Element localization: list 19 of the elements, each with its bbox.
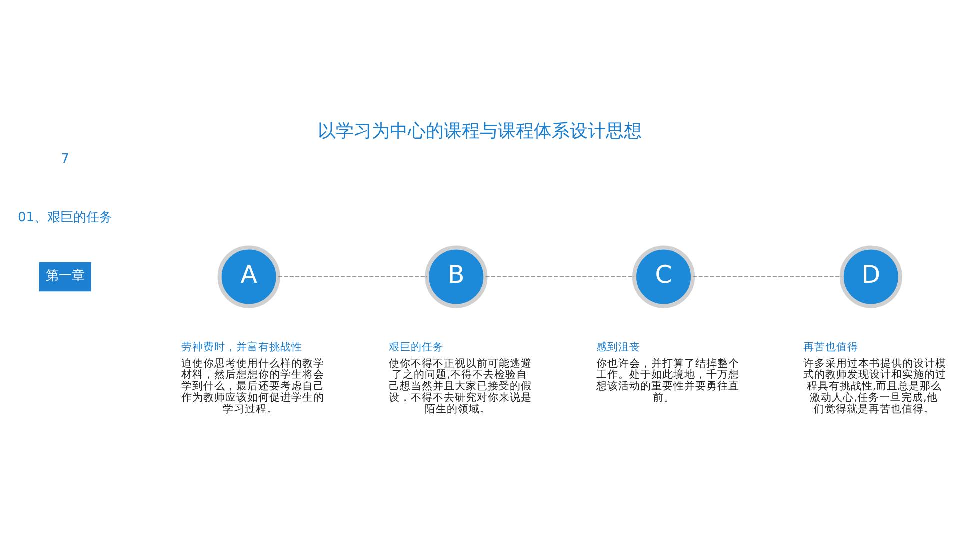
node-label: 迫使你思考使用什么样的教学材料，然后想想你的学生将会学到什么，最后还要考虑自己作为教师应该如何促进学生的学习过程。 <box>182 357 325 415</box>
node-circle: B <box>425 245 488 308</box>
label: 01、艰巨的任务 <box>18 210 113 226</box>
node-label: 劳神费时，并富有挑战性 <box>182 341 303 354</box>
label: 7 <box>61 152 70 166</box>
node-label: 感到沮丧 <box>596 341 640 354</box>
node-circle: D <box>840 245 902 308</box>
label: 第一章 <box>46 268 85 284</box>
connector <box>278 276 428 277</box>
node-circle: A <box>218 245 280 308</box>
node-label: 你也许会，并打算了结掉整个工作。处于如此境地，千万想想该活动的重要性并要勇往直前。 <box>596 357 740 404</box>
node-label: 使你不得不正视以前可能逃避了之的问题,不得不去检验自己想当然并且大家已接受的假设，不得不去研究对你来说是陌生的领域。 <box>388 357 532 415</box>
node-circle: C <box>632 245 696 308</box>
node-label: 再苦也值得 <box>804 341 859 354</box>
diagram-title: 以学习为中心的课程与课程体系设计思想 <box>318 120 642 142</box>
node-label: 艰巨的任务 <box>388 341 444 354</box>
connector <box>692 276 842 277</box>
connector <box>485 276 635 277</box>
node-label: 许多采用过本书提供的设计模式的教师发现设计和实施的过程具有挑战性,而且总是那么激动人心,任务一旦完成,他们觉得就是再苦也值得。 <box>804 357 947 415</box>
